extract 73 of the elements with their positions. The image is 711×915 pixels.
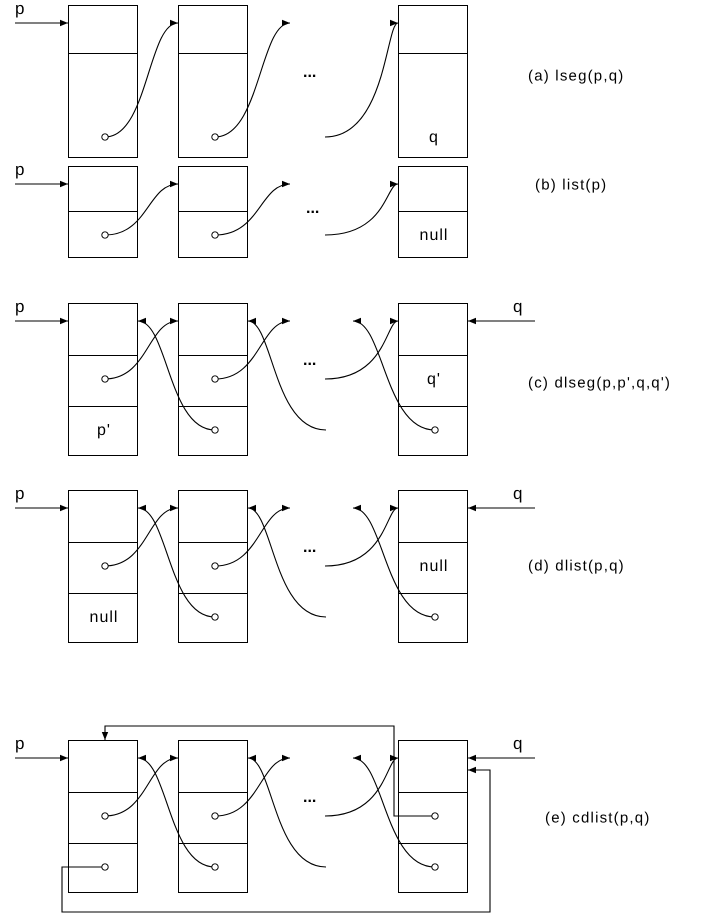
- list-node-box: [68, 303, 138, 456]
- arrow: [352, 507, 439, 621]
- pointer-variable: q: [505, 299, 522, 315]
- ellipsis: ...: [303, 64, 316, 82]
- list-node-box: [68, 740, 138, 893]
- cell-value: p': [97, 422, 111, 440]
- list-node-box: [68, 490, 138, 643]
- ellipsis: ...: [303, 789, 316, 807]
- caption: (c) dlseg(p,p',q,q'): [528, 374, 672, 392]
- list-node-box: [68, 5, 138, 158]
- cell-value: q': [427, 371, 441, 389]
- arrow: [101, 506, 178, 570]
- arrow: [468, 504, 535, 512]
- arrow: [101, 182, 178, 239]
- arrow: [101, 22, 178, 141]
- list-node-box: [178, 166, 248, 258]
- ellipsis: ...: [306, 200, 320, 218]
- pointer-variable: q: [505, 736, 522, 752]
- arrow: [61, 766, 491, 913]
- arrow: [138, 320, 219, 434]
- arrow: [324, 508, 398, 567]
- arrow: [248, 320, 326, 431]
- caption: (e) cdlist(p,q): [545, 810, 651, 826]
- list-node-box: [178, 740, 248, 893]
- pointer-variable: p: [15, 1, 24, 17]
- list-node-box: [398, 303, 468, 456]
- arrow: [138, 757, 219, 871]
- list-node-box: [178, 5, 248, 158]
- arrow: [324, 758, 398, 817]
- arrow: [248, 507, 326, 618]
- arrow: [248, 757, 326, 868]
- arrow: [138, 507, 219, 621]
- arrow: [211, 182, 290, 239]
- arrow: [352, 320, 439, 434]
- arrow: [15, 504, 68, 512]
- pointer-variable: q: [505, 486, 522, 502]
- arrow: [468, 318, 535, 324]
- list-node-box: [398, 490, 468, 643]
- arrow: [102, 725, 439, 820]
- caption: (d) dlist(p,q): [528, 558, 625, 574]
- cell-value: null: [420, 558, 448, 576]
- cell-value: null: [420, 227, 448, 245]
- pointer-variable: p: [15, 486, 24, 502]
- arrow: [211, 506, 290, 570]
- caption: (a) lseg(p,q): [528, 68, 624, 84]
- pointer-variable: p: [15, 162, 24, 178]
- arrow: [324, 183, 398, 236]
- pointer-variable: p: [15, 299, 24, 315]
- arrow: [101, 756, 178, 820]
- arrow: [352, 757, 439, 871]
- pointer-variable: p: [15, 736, 24, 752]
- arrow: [324, 22, 398, 138]
- ellipsis: ...: [303, 352, 316, 370]
- caption: (b) list(p): [535, 176, 608, 194]
- list-node-box: [398, 5, 468, 158]
- cell-value: null: [90, 609, 118, 627]
- list-node-box: [398, 740, 468, 893]
- arrow: [15, 754, 68, 762]
- arrow: [324, 320, 398, 380]
- arrow: [211, 756, 290, 820]
- arrow: [211, 22, 290, 141]
- arrow: [101, 319, 178, 383]
- list-node-box: [178, 490, 248, 643]
- list-node-box: [178, 303, 248, 456]
- arrow: [211, 319, 290, 383]
- arrow: [15, 318, 68, 324]
- list-node-box: [398, 166, 468, 258]
- list-node-box: [68, 166, 138, 258]
- arrow: [468, 754, 535, 762]
- arrow: [15, 180, 68, 188]
- ellipsis: ...: [303, 539, 316, 557]
- cell-value: q: [429, 129, 439, 147]
- arrow: [15, 20, 68, 26]
